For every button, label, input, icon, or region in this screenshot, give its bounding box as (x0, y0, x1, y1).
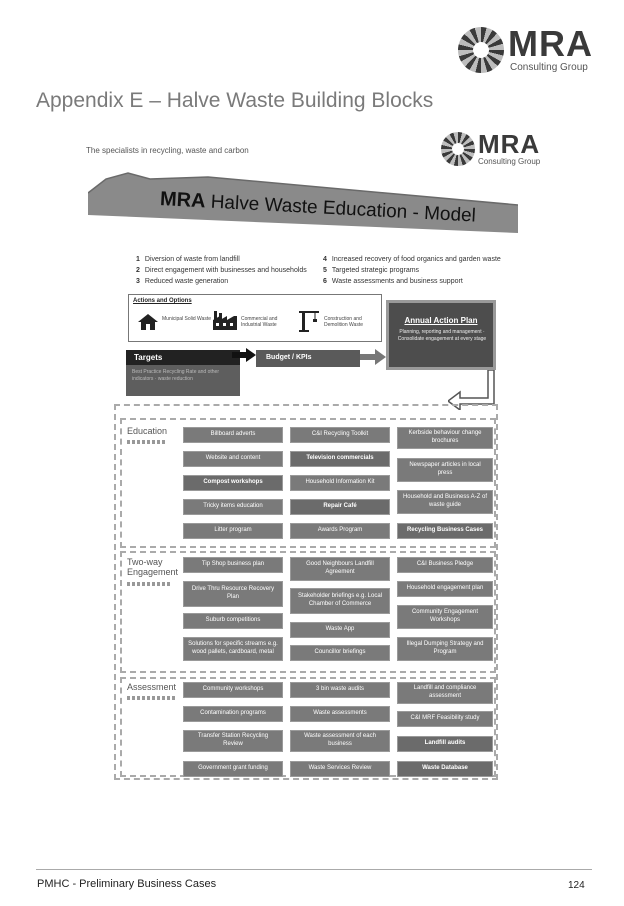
objective-number: 5 (323, 267, 327, 274)
cell-household-kit: Household Information Kit (290, 475, 390, 491)
cell-waste-database: Waste Database (397, 761, 493, 777)
cell-good-neighbours: Good Neighbours Landfill Agreement (290, 557, 390, 581)
annual-plan-box (386, 300, 496, 370)
cell-drive-thru: Drive Thru Resource Recovery Plan (183, 581, 283, 607)
cell-councillor-briefings: Councillor briefings (290, 645, 390, 661)
cell-recycling-business-cases: Recycling Business Cases (397, 523, 493, 539)
figure-mra-logo: MRA Consulting Group (441, 131, 540, 166)
cell-waste-assessments: Waste assessments (290, 706, 390, 722)
targets-text: Best Practice Recycling Rate and other i… (132, 369, 219, 382)
section-dots (127, 440, 167, 444)
annual-plan-text: Planning, reporting and management · Con… (397, 329, 487, 342)
cell-tricky-items: Tricky items education (183, 499, 283, 515)
objective-item: 3 Reduced waste generation (136, 278, 228, 285)
action-text: Construction and Demolition Waste (324, 316, 363, 329)
cell-tip-shop: Tip Shop business plan (183, 557, 283, 573)
objective-text: Direct engagement with businesses and ho… (144, 267, 307, 274)
cell-business-pledge: C&I Business Pledge (397, 557, 493, 573)
cell-transfer-station: Transfer Station Recycling Review (183, 730, 283, 752)
mra-logo: MRA Consulting Group (458, 26, 593, 73)
footer-text: PMHC - Preliminary Business Cases (37, 878, 217, 890)
annual-plan-title: Annual Action Plan (404, 316, 478, 325)
cell-community-workshops-assess: Community workshops (183, 682, 283, 698)
engagement-frame (120, 551, 496, 673)
cell-awards-program: Awards Program (290, 523, 390, 539)
education-frame (120, 418, 496, 548)
cell-landfill-compliance: Landfill and compliance assessment (397, 682, 493, 704)
cell-business-assessment: Waste assessment of each business (290, 730, 390, 752)
cell-billboard-adverts: Billboard adverts (183, 427, 283, 443)
objective-item: 6 Waste assessments and business support (323, 278, 463, 285)
cell-specific-streams: Solutions for specific streams e.g. wood… (183, 637, 283, 661)
cell-community-workshops: Community Engagement Workshops (397, 605, 493, 629)
figure-logo-name: MRA (478, 129, 541, 159)
banner-shape (88, 172, 518, 233)
cell-household-engagement: Household engagement plan (397, 581, 493, 597)
cell-grant-funding: Government grant funding (183, 761, 283, 777)
cell-website: Website and content (183, 451, 283, 467)
cell-contamination: Contamination programs (183, 706, 283, 722)
cell-mrf-feasibility: C&I MRF Feasibility study (397, 711, 493, 727)
cell-illegal-dumping: Illegal Dumping Strategy and Program (397, 637, 493, 661)
objective-item: 1 Diversion of waste from landfill (136, 256, 240, 263)
objective-text: Targeted strategic programs (331, 267, 420, 274)
section-dots (127, 582, 171, 586)
cell-kerbside-brochures: Kerbside behaviour change brochures (397, 427, 493, 449)
cell-landfill-audits: Landfill audits (397, 736, 493, 752)
crane-icon (299, 311, 319, 332)
arrow-right-icon (232, 348, 256, 362)
section-label-engagement: Two-way Engagement (127, 557, 179, 577)
section-label-education: Education (127, 426, 168, 436)
arrow-right-icon (360, 349, 386, 365)
section-dots (127, 696, 175, 700)
cell-repair-cafe: Repair Café (290, 499, 390, 515)
objective-text: Diversion of waste from landfill (144, 256, 240, 263)
objective-text: Waste assessments and business support (331, 278, 463, 285)
objective-item: 4 Increased recovery of food organics and… (323, 256, 501, 263)
mra-logo-icon (458, 26, 504, 73)
mra-logo-icon (441, 131, 475, 166)
footer-divider (36, 869, 592, 870)
budget-kpis-box: Budget / KPIs (256, 350, 360, 367)
house-icon (138, 314, 158, 330)
logo-name: MRA (508, 23, 593, 64)
logo-subtitle: Consulting Group (510, 62, 588, 73)
cell-litter-program: Litter program (183, 523, 283, 539)
objective-number: 2 (136, 267, 140, 274)
cell-a-z-guide: Household and Business A-Z of waste guid… (397, 490, 493, 514)
actions-box (128, 294, 382, 342)
cell-stakeholder-briefings: Stakeholder briefings e.g. Local Chamber… (290, 588, 390, 614)
page-title: Appendix E – Halve Waste Building Blocks (36, 89, 434, 112)
cell-ci-toolkit: C&I Recycling Toolkit (290, 427, 390, 443)
objective-item: 5 Targeted strategic programs (323, 267, 419, 274)
actions-label: Actions and Options (133, 298, 192, 304)
page-number: 124 (568, 880, 585, 891)
objective-number: 6 (323, 278, 327, 285)
cell-bin-audits: 3 bin waste audits (290, 682, 390, 698)
objective-text: Increased recovery of food organics and … (331, 256, 501, 263)
factory-icon (213, 311, 237, 330)
section-label-assessment: Assessment (127, 682, 177, 692)
figure-logo-subtitle: Consulting Group (478, 157, 541, 166)
objective-number: 3 (136, 278, 140, 285)
action-text: Commercial and Industrial Waste (241, 316, 278, 329)
objective-number: 4 (323, 256, 327, 263)
cell-newspaper-articles: Newspaper articles in local press (397, 458, 493, 482)
targets-title: Targets (126, 350, 240, 365)
objective-item: 2 Direct engagement with businesses and h… (136, 267, 307, 274)
banner-title-bold: MRA (159, 188, 207, 213)
action-text: Municipal Solid Waste (162, 316, 212, 322)
figure-tagline: The specialists in recycling, waste and … (86, 146, 249, 155)
cell-waste-app: Waste App (290, 622, 390, 638)
objective-number: 1 (136, 256, 140, 263)
objective-text: Reduced waste generation (144, 278, 229, 285)
model-frame (114, 404, 498, 780)
cell-compost-workshops: Compost workshops (183, 475, 283, 491)
cell-suburb-competitions: Suburb competitions (183, 613, 283, 629)
cell-services-review: Waste Services Review (290, 761, 390, 777)
cell-television: Television commercials (290, 451, 390, 467)
